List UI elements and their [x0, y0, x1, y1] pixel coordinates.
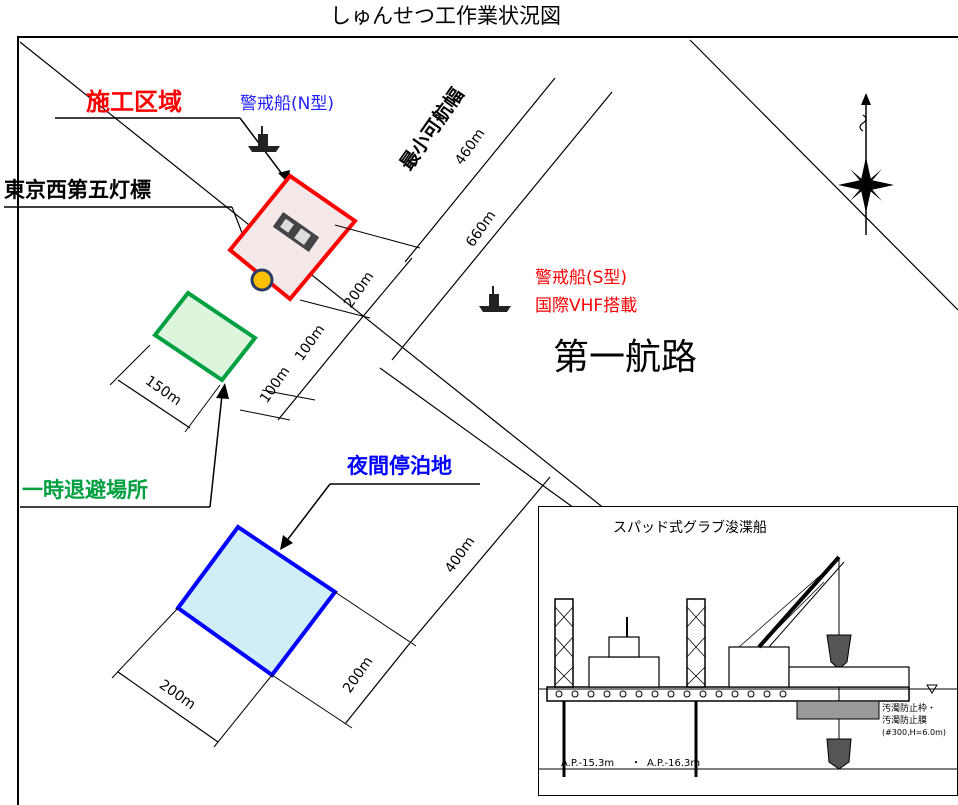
dim-ext	[299, 299, 371, 319]
evac-leader	[209, 394, 223, 508]
beacon-label: 東京西第五灯標	[4, 178, 151, 202]
dim-line-100b	[277, 386, 306, 421]
beacon-marker	[250, 268, 274, 292]
ship-icon	[479, 286, 511, 312]
dim-ext	[213, 674, 273, 748]
dim-line-660	[391, 91, 613, 361]
arrow-head	[216, 383, 229, 399]
work-barge	[788, 666, 910, 688]
crane-boom	[757, 555, 841, 649]
inset-title: スパッド式グラブ浚渫船	[613, 520, 767, 536]
work-area-label: 施工区域	[86, 88, 182, 116]
dim-line-460	[404, 77, 556, 263]
guard-ship-n-label: 警戒船(N型)	[240, 94, 334, 114]
grab-bucket-bottom	[826, 738, 852, 770]
dredger-inset: スパッド式グラブ浚渫船	[538, 506, 958, 796]
route-label: 第一航路	[553, 337, 698, 378]
dim-line-200b	[117, 671, 219, 743]
silt-film-note: 汚濁防止膜	[882, 716, 928, 726]
water-level-mark	[926, 684, 938, 694]
guard-ship-s-label: 警戒船(S型)	[535, 268, 628, 288]
dim-line-150	[117, 379, 191, 429]
night-berth-label: 夜間停泊地	[347, 454, 452, 478]
dim-ext	[334, 224, 421, 249]
route-boundary-right	[689, 39, 958, 311]
dim-ext	[184, 384, 221, 433]
dim-line-200a	[349, 257, 413, 333]
dim-line-400	[409, 476, 551, 644]
compass-rose-icon	[838, 93, 894, 235]
crane-house	[728, 646, 790, 688]
evac-area-box	[152, 290, 258, 383]
route-boundary-left	[19, 41, 651, 546]
ship-icon	[248, 126, 280, 152]
spud-tower-right	[686, 598, 706, 688]
bridge	[608, 636, 640, 658]
vhf-label: 国際VHF搭載	[535, 296, 638, 316]
silt-spec-note: (#300,H=6.0m)	[882, 728, 946, 737]
ap-right-label: A.P.-16.3m	[647, 758, 701, 769]
dim-ext	[239, 409, 291, 421]
dim-ext	[271, 674, 353, 729]
night-berth-box	[175, 524, 338, 678]
arrow-head	[280, 535, 293, 550]
dim-line-100a	[304, 331, 351, 388]
grab-bucket-top	[826, 634, 852, 670]
ap-separator: ・	[631, 758, 641, 769]
diagram-title: しゅんせつ工作業状況図	[330, 4, 561, 28]
silt-fence	[796, 700, 880, 720]
ap-left-label: A.P.-15.3m	[561, 758, 615, 769]
dim-ext	[109, 344, 151, 386]
dim-ext	[261, 389, 316, 401]
dredger-icon	[272, 212, 320, 252]
spud-tower-left	[554, 598, 574, 688]
dim-ext	[334, 591, 417, 647]
dim-ext	[111, 607, 179, 679]
dredger-hull	[546, 686, 910, 702]
deck-house	[588, 656, 660, 688]
map-frame	[17, 36, 958, 805]
hull-portholes	[555, 690, 787, 698]
dim-line-200c	[344, 642, 411, 725]
night-leader	[284, 483, 331, 544]
evacuation-label: 一時退避場所	[22, 478, 148, 502]
dredger-drawing	[539, 555, 957, 777]
silt-frame-note: 汚濁防止枠・	[882, 704, 937, 714]
